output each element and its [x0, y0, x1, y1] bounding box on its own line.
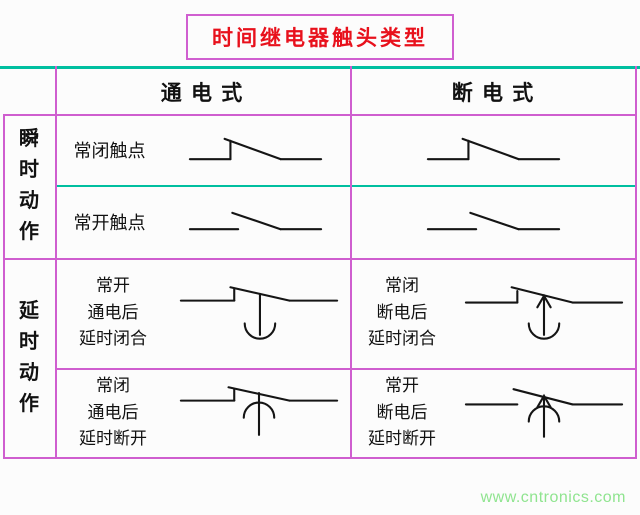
- cell-energized-no-instant: 常开触点: [57, 187, 348, 256]
- no-contact-delay-close-symbol: [179, 286, 338, 340]
- contact-type-label: 常开 通电后 延时闭合: [79, 276, 147, 349]
- cell-deenergized-nc-instant: [352, 116, 635, 183]
- section-divider: [3, 258, 637, 260]
- contact-type-label: 常闭 通电后 延时断开: [79, 376, 147, 449]
- watermark-text: www.cntronics.com: [480, 489, 626, 506]
- symbol-container: [162, 204, 348, 239]
- contact-type-label: 常闭触点: [73, 140, 146, 161]
- header-bottom-border: [3, 114, 637, 116]
- cell-deenergized-no-delay-open: 常开 断电后 延时断开: [352, 370, 635, 456]
- symbol-container: [452, 385, 635, 441]
- row-divider-instant: [56, 185, 637, 187]
- symbol-container: [169, 285, 348, 341]
- column-header-energized: 通 电 式: [160, 80, 245, 105]
- contact-type-label: 常开 断电后 延时断开: [368, 376, 436, 449]
- cell-deenergized-nc-delay-close: 常闭 断电后 延时闭合: [352, 260, 635, 366]
- page-title: 时间继电器触头类型: [186, 14, 454, 60]
- cell-energized-no-delay-close: 常开 通电后 延时闭合: [57, 260, 348, 366]
- symbol-container: [162, 132, 348, 167]
- row-group-instantaneous: 瞬时动作: [5, 116, 53, 256]
- table-right-border: [635, 66, 637, 459]
- row-group-delayed: 延时动作: [5, 260, 53, 456]
- cell-deenergized-no-instant: [352, 187, 635, 256]
- normally-closed-contact-symbol: [188, 137, 322, 161]
- table-bottom-border: [3, 457, 637, 459]
- label-column-border: [55, 66, 57, 459]
- row-group-instantaneous-label: 瞬时动作: [19, 128, 39, 243]
- symbol-container: [352, 132, 635, 167]
- symbol-container: [452, 285, 635, 341]
- nc-contact-delay-close-symbol: [464, 286, 623, 340]
- normally-closed-contact-symbol: [426, 137, 561, 161]
- column-header-deenergized: 断 电 式: [451, 80, 536, 105]
- contact-type-label: 常开触点: [73, 212, 146, 233]
- row-group-delayed-label: 延时动作: [19, 300, 39, 415]
- contact-type-label: 常闭 断电后 延时闭合: [368, 276, 436, 349]
- symbol-container: [352, 204, 635, 239]
- table-top-border: [0, 66, 640, 69]
- table-left-border: [3, 114, 5, 459]
- cell-energized-nc-instant: 常闭触点: [57, 116, 348, 183]
- symbol-container: [169, 385, 348, 441]
- nc-contact-delay-open-symbol: [179, 386, 338, 436]
- center-column-border: [350, 66, 352, 459]
- normally-open-contact-symbol: [188, 211, 322, 231]
- no-contact-delay-open-symbol: [464, 388, 623, 438]
- normally-open-contact-symbol: [426, 211, 561, 231]
- cell-energized-nc-delay-open: 常闭 通电后 延时断开: [57, 370, 348, 456]
- row-divider-delay: [56, 368, 637, 370]
